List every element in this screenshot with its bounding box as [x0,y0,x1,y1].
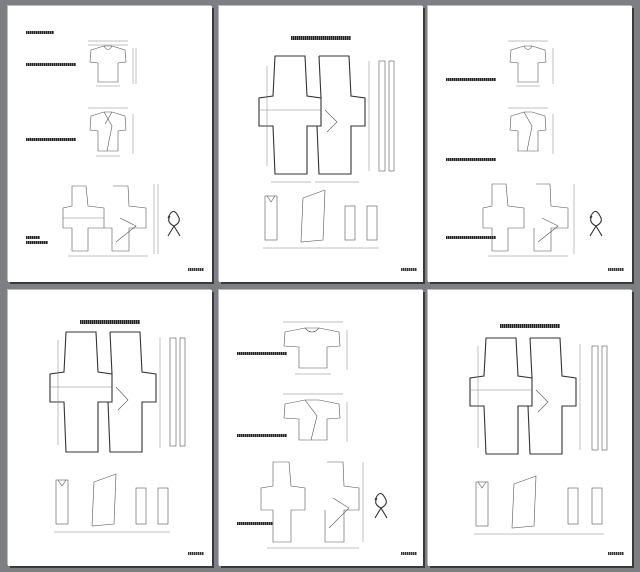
large-cross-pattern-right-6 [527,337,581,455]
page-1-label-2 [26,63,76,66]
long-strip-pieces-4 [169,337,186,447]
cross-pattern-pieces-1 [62,184,159,257]
page-5-number [401,552,417,555]
page-6-number [608,552,624,555]
jacket-top-view-5 [283,321,348,375]
page-1-label-4 [26,236,40,239]
cross-pattern-pieces-5 [260,461,364,549]
page-2-title [291,36,351,40]
page-5[interactable] [219,290,423,566]
page-4-number [188,552,204,555]
large-cross-pattern-left [258,55,322,183]
page-3-label-1 [446,78,496,81]
page-1[interactable] [8,6,212,282]
page-1-label-3 [26,138,76,141]
page-3[interactable] [428,6,632,282]
jacket-front-view-5 [283,393,348,442]
jacket-top-view-1 [88,40,137,87]
page-5-label-3 [237,522,273,525]
page-3-label-2 [446,158,496,161]
large-cross-pattern-right [315,55,370,183]
small-pieces-row-4 [54,473,170,533]
page-1-label-1 [26,31,54,34]
page-5-label-1 [237,352,287,355]
ribbon-tie-5 [374,492,388,519]
large-cross-pattern-left-4 [49,331,113,453]
page-6-drawing [469,337,608,535]
page-2-drawing [258,55,395,249]
small-pieces-row-6 [474,475,604,535]
page-4-drawing [49,331,186,533]
page-1-drawing [62,40,181,257]
page-6-title [500,324,560,328]
page-4[interactable] [8,290,212,566]
page-2-number [401,268,417,271]
large-cross-pattern-left-6 [469,337,533,455]
page-1-label-5 [26,241,48,244]
jacket-top-view-3 [508,40,554,87]
page-3-drawing [482,40,603,257]
long-strip-pieces [378,60,395,172]
jacket-front-view-1 [88,107,134,157]
page-5-label-2 [237,434,287,437]
page-1-number [188,268,204,271]
page-6[interactable] [428,290,632,566]
long-strip-pieces-6 [591,345,608,451]
page-2[interactable] [219,6,423,282]
small-pieces-row [263,189,379,249]
page-4-title [80,320,140,324]
page-3-number [608,268,624,271]
cross-pattern-pieces-3 [482,183,575,257]
ribbon-tie-1 [167,210,181,237]
large-cross-pattern-right-4 [107,331,161,453]
jacket-front-view-3 [508,107,554,154]
ribbon-tie-3 [589,210,603,237]
page-5-drawing [260,321,388,549]
page-3-label-3 [446,236,496,239]
